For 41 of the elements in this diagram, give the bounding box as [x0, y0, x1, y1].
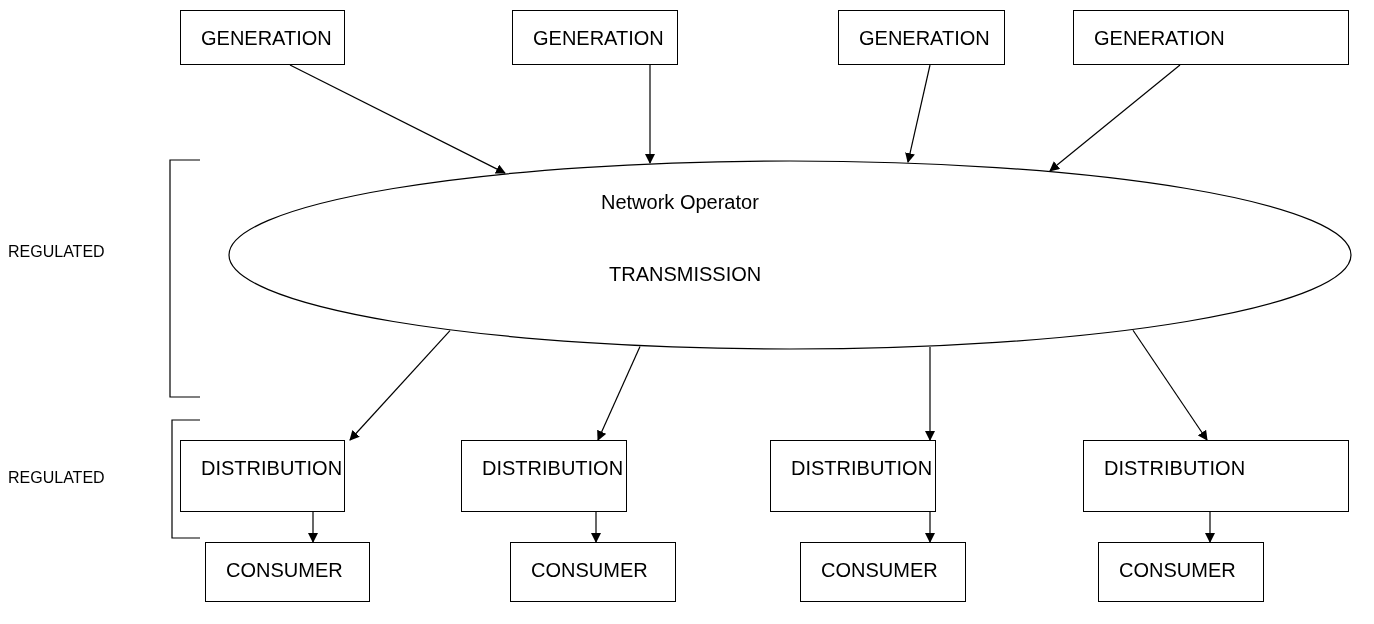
arrow: [591, 511, 601, 543]
node-text: GENERATION: [859, 26, 990, 51]
ellipse-node: [228, 160, 1352, 350]
process-box: [512, 10, 678, 65]
arrow: [1132, 329, 1208, 441]
process-box: [510, 542, 676, 602]
process-box: [800, 542, 966, 602]
process-box: [205, 542, 370, 602]
arrow: [1205, 511, 1215, 543]
node-text: CONSUMER: [821, 558, 938, 583]
node-text: TRANSMISSION: [609, 262, 762, 287]
arrow: [1049, 64, 1181, 172]
node-text: DISTRIBUTION: [201, 456, 343, 481]
arrow: [289, 64, 506, 174]
arrow: [925, 511, 935, 543]
arrow: [597, 345, 641, 441]
arrow: [925, 346, 935, 441]
process-box: [1098, 542, 1264, 602]
process-box: [770, 440, 936, 512]
node-text: GENERATION: [1094, 26, 1225, 51]
arrow: [905, 64, 931, 164]
arrow: [645, 64, 655, 164]
node-text: CONSUMER: [531, 558, 648, 583]
process-box: [838, 10, 1005, 65]
node-text: GENERATION: [533, 26, 664, 51]
node-text: DISTRIBUTION: [791, 456, 933, 481]
side-label: REGULATED: [8, 242, 105, 262]
process-box: [461, 440, 627, 512]
node-text: DISTRIBUTION: [1104, 456, 1246, 481]
arrow: [308, 511, 318, 543]
process-box: [180, 440, 345, 512]
process-box: [1083, 440, 1349, 512]
node-text: Network Operator: [601, 190, 759, 215]
process-box: [180, 10, 345, 65]
node-text: GENERATION: [201, 26, 332, 51]
node-text: CONSUMER: [1119, 558, 1236, 583]
node-text: CONSUMER: [226, 558, 343, 583]
arrow: [349, 330, 451, 441]
process-box: [1073, 10, 1349, 65]
side-label: REGULATED: [8, 468, 105, 488]
node-text: DISTRIBUTION: [482, 456, 624, 481]
